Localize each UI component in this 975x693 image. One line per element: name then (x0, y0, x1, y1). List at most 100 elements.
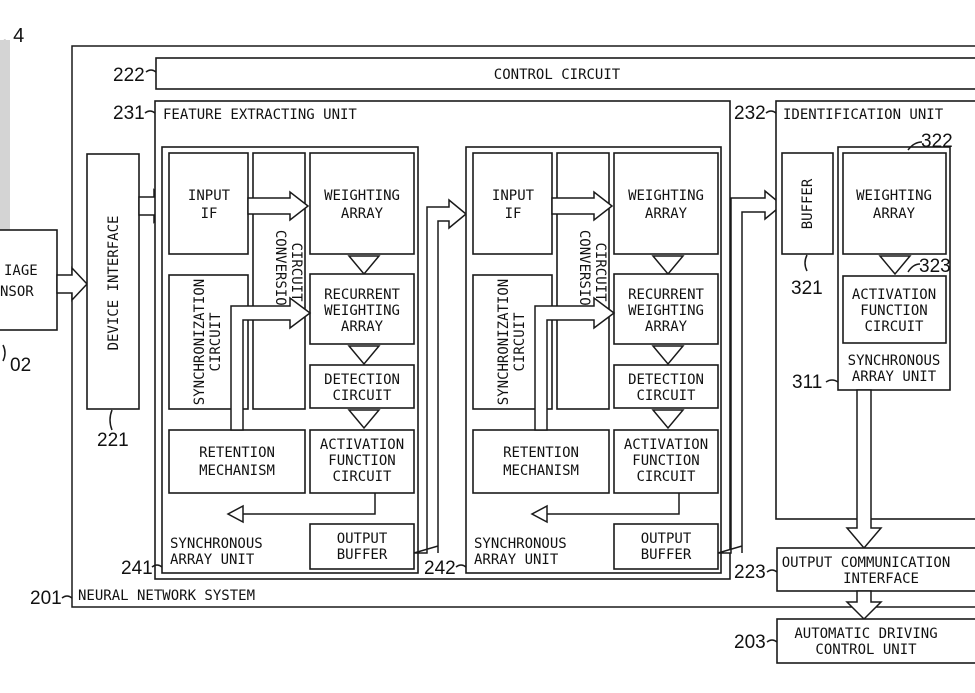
synchronous-array-unit-241: INPUT IF CONVERSION CIRCUIT WEIGHTING AR… (161, 146, 419, 574)
recurrent-to-detection-arrow (347, 345, 381, 366)
control-circuit-leader (145, 69, 157, 73)
sync-unit-242-leader (455, 564, 467, 568)
sensor-to-device-arrow (56, 266, 89, 302)
detection-to-activation-arrow (347, 409, 381, 430)
sync-unit-241-leader (151, 564, 163, 568)
neural-network-system-label: NEURAL NETWORK SYSTEM (78, 588, 255, 604)
input-if-label-1: INPUT (188, 188, 231, 204)
buffer-box (781, 152, 834, 255)
control-circuit-box (155, 57, 975, 90)
output-communication-interface-leader (766, 569, 778, 573)
synchronization-circuit-label-1: SYNCHRONIZATION (192, 279, 208, 405)
synchronous-array-unit-label-2: ARRAY UNIT (170, 552, 255, 568)
neural-network-system-leader (61, 595, 73, 599)
synchronization-circuit-label-2: CIRCUIT (208, 312, 224, 372)
recurrent-weighting-array-label-2: WEIGHTING (324, 303, 400, 319)
identification-sync-array-label-2: ARRAY UNIT (852, 369, 937, 385)
retention-mechanism-label-2: MECHANISM (503, 463, 579, 479)
identification-unit-label: IDENTIFICATION UNIT (783, 107, 944, 123)
detection-circuit-label-2: CIRCUIT (636, 388, 696, 404)
identification-unit-ref: 232 (734, 103, 766, 124)
weighting-array-label-2: ARRAY (341, 206, 384, 222)
input-if-to-weighting-arrow (551, 190, 614, 222)
buffer-leader (804, 254, 808, 272)
identification-weighting-array-label-1: WEIGHTING (856, 188, 932, 204)
activation-function-circuit-box (613, 429, 719, 494)
activation-circuit-ref: 323 (919, 256, 951, 277)
weighting-to-recurrent-arrow (347, 255, 381, 276)
buffer-ref: 321 (791, 278, 823, 299)
activation-function-circuit-label-1: ACTIVATION (624, 437, 708, 453)
sync-unit-241-ref: 241 (121, 558, 153, 579)
recurrent-weighting-array-label-3: ARRAY (645, 319, 688, 335)
detection-circuit-label-1: DETECTION (324, 372, 400, 388)
automatic-driving-control-unit-ref: 203 (734, 632, 766, 653)
buffer-label: BUFFER (800, 178, 816, 229)
automatic-driving-control-unit-label-1: AUTOMATIC DRIVING (794, 626, 937, 642)
image-sensor-label-2: NSOR (0, 284, 34, 300)
recurrent-weighting-array-label-1: RECURRENT (628, 287, 704, 303)
retention-to-recurrent-arrow (230, 296, 312, 431)
input-if-label-2: IF (201, 206, 218, 222)
weighting-array-box (309, 152, 415, 255)
conversion-circuit-label-1: CONVERSION (576, 230, 592, 314)
weighting-array-label-2: ARRAY (645, 206, 688, 222)
retention-mechanism-box (168, 429, 306, 494)
output-buffer-label-2: BUFFER (641, 547, 692, 563)
input-if-label-1: INPUT (492, 188, 535, 204)
conversion-circuit-label-2: CIRCUIT (288, 242, 304, 302)
retention-mechanism-label-1: RETENTION (503, 445, 579, 461)
weighting-array-label-1: WEIGHTING (628, 188, 704, 204)
activation-function-circuit-box (309, 429, 415, 494)
activation-function-circuit-label-1: ACTIVATION (320, 437, 404, 453)
retention-mechanism-box (472, 429, 610, 494)
weighting-array-box (613, 152, 719, 255)
activation-function-circuit-label-2: FUNCTION (328, 453, 395, 469)
output-communication-interface-ref: 223 (734, 562, 766, 583)
detection-circuit-box (613, 364, 719, 409)
unit241-to-unit242-connector (413, 198, 468, 554)
output-communication-interface-label-1: OUTPUT COMMUNICATION (782, 555, 951, 571)
identification-to-output-arrow (845, 389, 883, 550)
identification-activation-label-3: CIRCUIT (864, 319, 924, 335)
feature-to-identification-connector (717, 189, 784, 554)
feature-extracting-unit-ref: 231 (113, 103, 145, 124)
retention-to-recurrent-arrow (534, 296, 616, 431)
identification-sync-array-leader (825, 379, 839, 383)
identification-sync-array-ref: 311 (792, 372, 822, 393)
conversion-circuit-box (252, 152, 306, 410)
feedback-arrowhead (530, 504, 548, 524)
activation-circuit-leader (907, 263, 921, 273)
detection-circuit-box (309, 364, 415, 409)
output-communication-interface-box (776, 547, 975, 592)
image-sensor-label-1: IAGE (4, 263, 38, 279)
neural-network-system-ref: 201 (30, 588, 62, 609)
recurrent-weighting-array-label-2: WEIGHTING (628, 303, 704, 319)
input-if-box (472, 152, 553, 255)
identification-unit-leader (765, 110, 777, 114)
feedback-line (547, 493, 680, 515)
output-communication-interface-label-2: INTERFACE (843, 571, 919, 587)
image-sensor-ref: 02 (10, 355, 31, 376)
recurrent-weighting-array-box (309, 273, 415, 345)
automatic-driving-control-unit-box (776, 618, 975, 664)
image-sensor-box (0, 229, 58, 331)
feature-extracting-unit-label: FEATURE EXTRACTING UNIT (163, 107, 357, 123)
device-interface-leader (109, 409, 113, 431)
output-buffer-label-2: BUFFER (337, 547, 388, 563)
control-circuit-label: CONTROL CIRCUIT (494, 67, 621, 83)
activation-function-circuit-label-3: CIRCUIT (332, 469, 392, 485)
weighting-array-ref: 322 (921, 131, 953, 152)
recurrent-to-detection-arrow (651, 345, 685, 366)
synchronous-array-unit-label-1: SYNCHRONOUS (474, 536, 567, 552)
feedback-arrowhead (226, 504, 244, 524)
weighting-array-label-1: WEIGHTING (324, 188, 400, 204)
scan-edge (0, 40, 10, 250)
device-interface-box (86, 153, 140, 410)
feature-extracting-unit-leader (144, 110, 156, 114)
output-buffer-box (309, 523, 415, 570)
conversion-circuit-box (556, 152, 610, 410)
neural-network-system-frame (71, 45, 975, 608)
identification-weighting-array-box (842, 152, 947, 255)
